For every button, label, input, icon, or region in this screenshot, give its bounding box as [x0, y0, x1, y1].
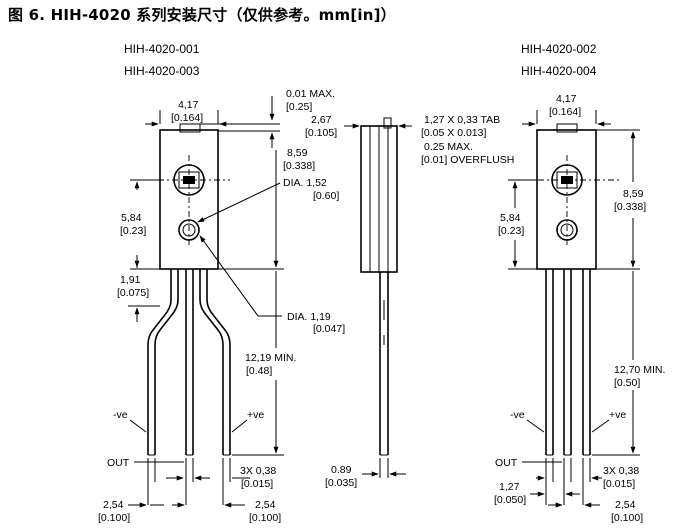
label-left-neg: -ve: [113, 409, 128, 421]
left-dimensions: 4,17 [0.164] 0.01 MAX. [0.25] 8,59 [0.33…: [98, 88, 345, 524]
dim-left-lead-length-in: [0.48]: [246, 365, 272, 377]
label-right-pos: +ve: [609, 409, 626, 421]
dim-left-pitch-a-in: [0.100]: [98, 512, 130, 524]
side-tab: [383, 117, 392, 129]
dim-side-overflush: 0.25 MAX.: [424, 141, 473, 153]
left-lead-neg-edge: [154, 269, 179, 455]
dim-left-dia-small-in: [0.047]: [313, 323, 345, 335]
left-tab: [179, 123, 201, 133]
left-lead-pos-edge: [206, 269, 231, 455]
dim-right-hole-in: [0.23]: [498, 225, 524, 237]
left-sensor-body: [159, 129, 219, 270]
left-lead-neg: [147, 269, 172, 455]
dim-right-pitch-b-in: [0.100]: [611, 512, 643, 524]
dim-right-pitch-a: 1,27: [499, 481, 520, 493]
dim-right-pitch-a-in: [0.050]: [494, 494, 526, 506]
label-left-pos: +ve: [247, 409, 264, 421]
dim-side-overflush-in: [0.01] OVERFLUSH: [421, 154, 514, 166]
dim-left-lead-width-in: [0.015]: [241, 478, 273, 490]
dim-left-height-in: [0.338]: [283, 160, 315, 172]
dim-left-bend-in: [0.075]: [117, 287, 149, 299]
dim-right-lead-width-in: [0.015]: [603, 478, 635, 490]
dim-left-hole-in: [0.23]: [120, 225, 146, 237]
dim-left-pitch-b-in: [0.100]: [249, 512, 281, 524]
label-right-out: OUT: [495, 457, 518, 469]
dim-left-hole: 5,84: [121, 212, 142, 224]
dim-side-lead-thickness-in: [0.035]: [325, 477, 357, 489]
dim-left-height: 8,59: [287, 147, 308, 159]
dim-right-lead-width: 3X 0,38: [603, 465, 639, 477]
dim-left-max-in: [0.25]: [286, 101, 312, 113]
dim-side-lead-thickness: 0.89: [331, 464, 352, 476]
dim-left-dia-large: DIA. 1,52: [283, 177, 327, 189]
part-number-003: HIH-4020-003: [124, 64, 200, 78]
dim-right-width: 4,17: [556, 93, 577, 105]
dim-left-lead-length: 12,19 MIN.: [245, 352, 296, 364]
dim-left-max: 0.01 MAX.: [286, 88, 335, 100]
right-tab: [556, 123, 578, 133]
dim-right-width-in: [0.164]: [549, 106, 581, 118]
part-number-002: HIH-4020-002: [521, 42, 597, 56]
dim-side-thickness: 2,67: [311, 114, 332, 126]
dim-left-pitch-a: 2,54: [103, 499, 124, 511]
dim-left-width: 4,17: [178, 99, 199, 111]
dim-right-pitch-b: 2,54: [615, 499, 636, 511]
dim-right-lead-length-in: [0.50]: [614, 377, 640, 389]
label-right-neg: -ve: [510, 409, 525, 421]
dim-left-dia-large-in: [0.60]: [313, 190, 339, 202]
part-number-004: HIH-4020-004: [521, 64, 597, 78]
side-view: [360, 117, 398, 456]
right-sensor-body: [536, 129, 597, 270]
side-dimensions: 2,67 [0.105] 1,27 X 0,33 TAB [0.05 X 0.0…: [305, 114, 514, 489]
dim-right-height: 8,59: [623, 188, 644, 200]
dim-right-lead-length: 12,70 MIN.: [614, 364, 665, 376]
right-front-view: [510, 123, 620, 456]
right-dimensions: 4,17 [0.164] 8,59 [0.338] 5,84 [0.23] 12…: [494, 93, 665, 524]
dim-right-height-in: [0.338]: [614, 201, 646, 213]
dim-side-tab-in: [0.05 X 0.013]: [421, 127, 486, 139]
part-number-001: HIH-4020-001: [124, 42, 200, 56]
dim-side-thickness-in: [0.105]: [305, 127, 337, 139]
label-left-out: OUT: [107, 457, 130, 469]
figure-title: 图 6. HIH-4020 系列安装尺寸（仅供参考。mm[in]）: [8, 6, 396, 24]
left-lead-pos: [199, 269, 224, 455]
dim-left-lead-width: 3X 0,38: [240, 465, 276, 477]
dim-left-pitch-b: 2,54: [255, 499, 276, 511]
dim-left-dia-small: DIA. 1,19: [287, 311, 331, 323]
dim-left-bend: 1,91: [120, 274, 141, 286]
dim-right-hole: 5,84: [500, 212, 521, 224]
dim-left-width-in: [0.164]: [171, 112, 203, 124]
dim-side-tab: 1,27 X 0,33 TAB: [424, 114, 500, 126]
